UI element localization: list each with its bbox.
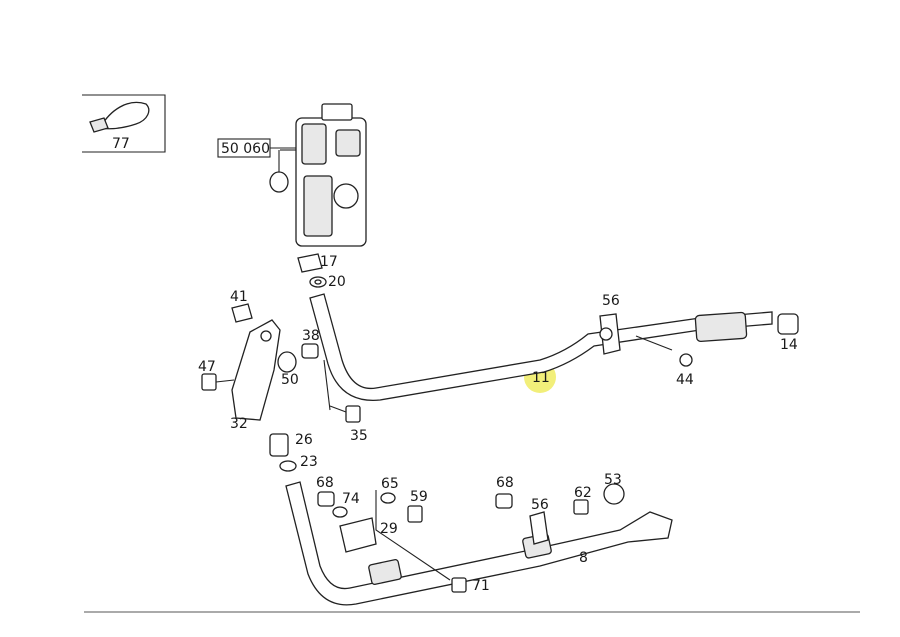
callout-8: 8 bbox=[579, 550, 588, 566]
callout-56-lower: 56 bbox=[531, 497, 549, 513]
callout-29: 29 bbox=[380, 521, 398, 537]
bracket-29 bbox=[339, 517, 377, 553]
callout-17: 17 bbox=[320, 254, 338, 270]
sleeve-26 bbox=[269, 433, 289, 457]
nut-68-right bbox=[495, 493, 513, 509]
bolt-44 bbox=[679, 353, 693, 367]
sleeve-14 bbox=[777, 313, 799, 335]
callout-53: 53 bbox=[604, 472, 622, 488]
nut-41 bbox=[231, 303, 253, 323]
clamp-56-lower bbox=[529, 511, 549, 545]
callout-14: 14 bbox=[780, 337, 798, 353]
callout-62: 62 bbox=[574, 485, 592, 501]
part-20 bbox=[309, 276, 327, 288]
callout-59: 59 bbox=[410, 489, 428, 505]
nut-68-left bbox=[317, 491, 335, 507]
callout-23: 23 bbox=[300, 454, 318, 470]
washer-74 bbox=[332, 506, 348, 518]
clamp-53 bbox=[603, 483, 625, 505]
ring-23 bbox=[279, 460, 297, 472]
inset-box-77 bbox=[82, 94, 166, 153]
callout-41: 41 bbox=[230, 289, 248, 305]
cable-tie-icon bbox=[98, 101, 150, 130]
bolt-35 bbox=[329, 405, 361, 423]
pipe-11 bbox=[309, 293, 773, 411]
callout-11: 11 bbox=[532, 370, 550, 386]
bracket-32 bbox=[231, 319, 281, 421]
callout-65: 65 bbox=[381, 476, 399, 492]
bolt-59 bbox=[407, 505, 423, 523]
clip-71 bbox=[451, 577, 467, 593]
callout-50060: 50 060 bbox=[221, 141, 270, 157]
callout-44: 44 bbox=[676, 372, 694, 388]
callout-50: 50 bbox=[281, 372, 299, 388]
callout-68-right: 68 bbox=[496, 475, 514, 491]
nut-38 bbox=[301, 343, 319, 359]
callout-47: 47 bbox=[198, 359, 216, 375]
callout-20: 20 bbox=[328, 274, 346, 290]
callout-68-left: 68 bbox=[316, 475, 334, 491]
part-17 bbox=[297, 253, 323, 273]
bolt-47 bbox=[201, 373, 235, 391]
callout-56-upper: 56 bbox=[602, 293, 620, 309]
bolt-62 bbox=[573, 499, 589, 515]
washer-50 bbox=[277, 351, 297, 373]
callout-38: 38 bbox=[302, 328, 320, 344]
clamp-56-upper bbox=[599, 313, 621, 355]
callout-77: 77 bbox=[112, 136, 130, 152]
callout-26: 26 bbox=[295, 432, 313, 448]
valve-block-part bbox=[269, 103, 367, 247]
washer-65 bbox=[380, 492, 396, 504]
callout-32: 32 bbox=[230, 416, 248, 432]
callout-71: 71 bbox=[472, 578, 490, 594]
callout-35: 35 bbox=[350, 428, 368, 444]
callout-74: 74 bbox=[342, 491, 360, 507]
